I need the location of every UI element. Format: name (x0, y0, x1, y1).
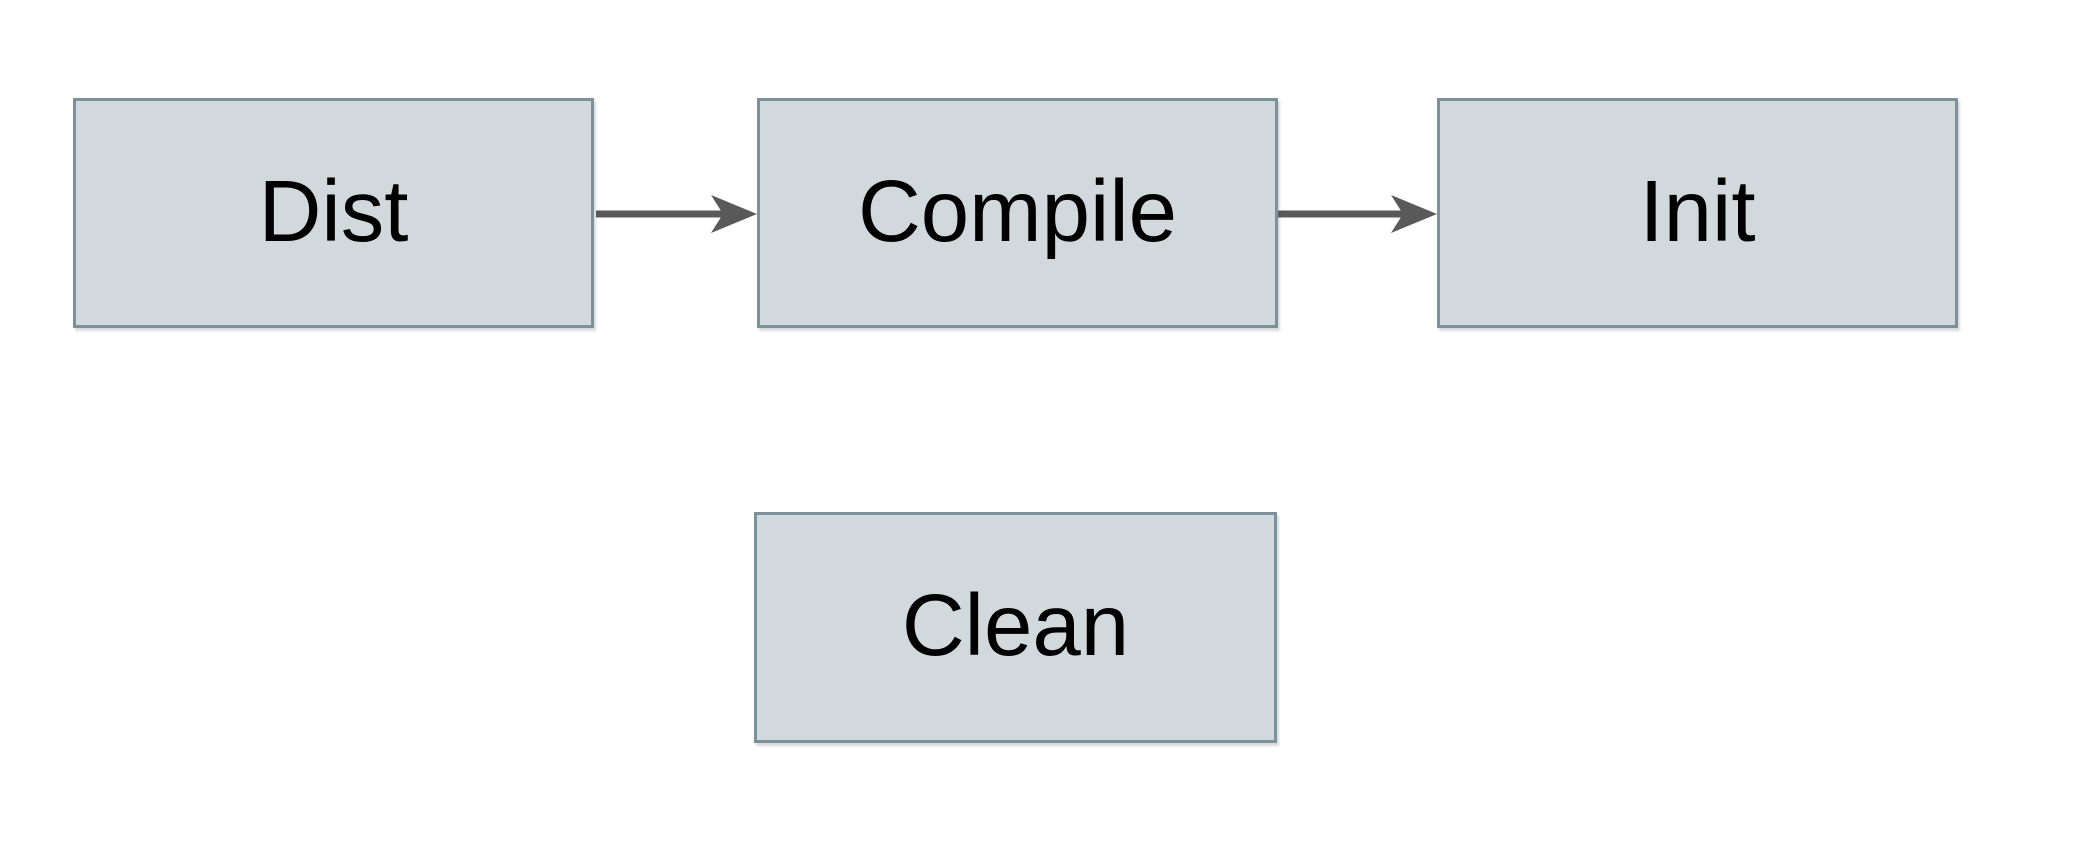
node-compile: Compile (757, 98, 1278, 328)
edge-dist-to-compile-arrowhead-icon (711, 195, 757, 233)
edge-compile-to-init-arrowhead-icon (1391, 195, 1437, 233)
node-dist-label: Dist (258, 162, 409, 260)
node-init: Init (1437, 98, 1958, 328)
node-clean-label: Clean (901, 577, 1130, 674)
node-dist: Dist (73, 98, 594, 328)
node-init-label: Init (1639, 162, 1756, 260)
edge-dist-to-compile (596, 195, 757, 233)
node-compile-label: Compile (857, 162, 1178, 260)
edge-compile-to-init (1278, 195, 1437, 233)
node-clean: Clean (754, 512, 1277, 743)
